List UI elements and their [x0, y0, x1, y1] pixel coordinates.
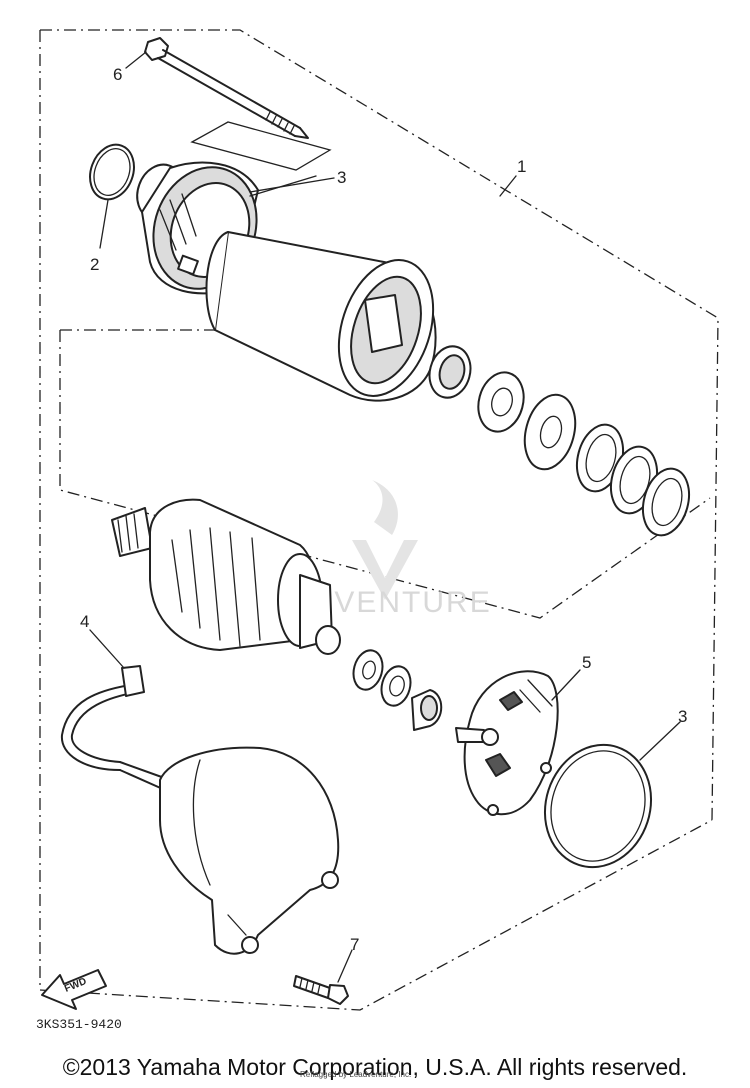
part-2-o-ring	[89, 143, 135, 201]
rear-cover	[159, 746, 340, 955]
yoke-housing	[205, 175, 437, 402]
part-7-bolt	[293, 975, 349, 1005]
washer-set-upper	[428, 345, 691, 537]
callout-3-lower: 3	[678, 707, 687, 726]
callout-1: 1	[517, 157, 526, 176]
parts-diagram: LEADVENTURE	[36, 29, 719, 1032]
callout-2: 2	[90, 255, 99, 274]
callout-3-upper: 3	[337, 168, 346, 187]
washer-set-lower	[352, 649, 443, 731]
callout-5: 5	[582, 653, 591, 672]
part-5-brush-holder	[455, 670, 559, 816]
copyright-notice: ©2013 Yamaha Motor Corporation, U.S.A. A…	[62, 1054, 688, 1080]
armature	[111, 498, 341, 655]
callout-4: 4	[80, 612, 89, 631]
drawing-code: 3KS351-9420	[36, 1017, 122, 1032]
part-3-o-ring-lower	[543, 743, 653, 869]
fwd-arrow-icon: FWD	[41, 969, 107, 1010]
reflag-stamp: Reflagged by Leadventure, Inc.	[300, 1070, 412, 1079]
callout-7: 7	[350, 935, 359, 954]
bolt-shadow-plate	[190, 121, 332, 171]
callout-6: 6	[113, 65, 122, 84]
leader-lines	[89, 51, 681, 983]
callouts: 6 2 3 1 4 5 3 7	[80, 65, 687, 954]
